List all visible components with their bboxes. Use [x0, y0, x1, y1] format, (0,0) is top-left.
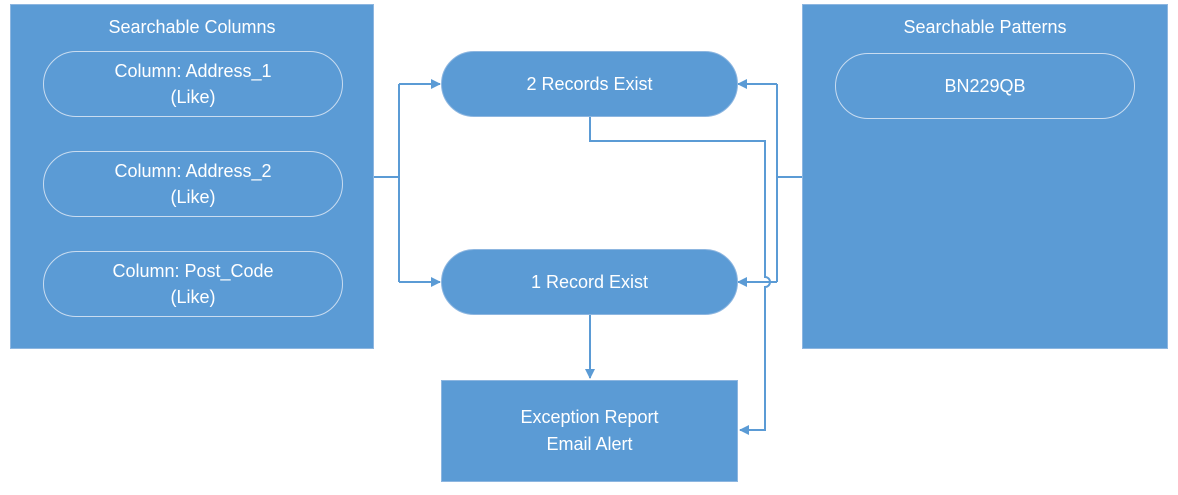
two-records-to-exception: [589, 116, 771, 435]
exception-report-label: Exception Report: [520, 407, 659, 427]
column-post-code: Column: Post_Code (Like): [43, 251, 343, 317]
two-records-exist-label: 2 Records Exist: [526, 73, 653, 94]
pattern-bn229qb: BN229QB: [835, 53, 1135, 119]
searchable-columns-panel: Searchable Columns Column: Address_1 (Li…: [10, 4, 374, 349]
column-post-code-mode: (Like): [170, 287, 216, 307]
column-address-1: Column: Address_1 (Like): [43, 51, 343, 117]
searchable-patterns-title: Searchable Patterns: [903, 17, 1067, 37]
column-address-2-label: Column: Address_2: [114, 161, 272, 181]
column-address-1-label: Column: Address_1: [114, 61, 272, 81]
two-records-exist-node: 2 Records Exist: [441, 51, 738, 117]
exception-report-node: Exception Report Email Alert: [441, 380, 738, 482]
email-alert-label: Email Alert: [546, 434, 633, 454]
column-address-1-mode: (Like): [170, 87, 216, 107]
pattern-bn229qb-label: BN229QB: [944, 76, 1026, 96]
column-post-code-label: Column: Post_Code: [112, 261, 274, 281]
one-record-exist-label: 1 Record Exist: [530, 271, 649, 292]
one-record-exist-node: 1 Record Exist: [441, 249, 738, 315]
column-address-2: Column: Address_2 (Like): [43, 151, 343, 217]
column-address-2-mode: (Like): [170, 187, 216, 207]
searchable-patterns-panel: Searchable Patterns BN229QB: [802, 4, 1168, 349]
searchable-columns-title: Searchable Columns: [108, 17, 276, 37]
